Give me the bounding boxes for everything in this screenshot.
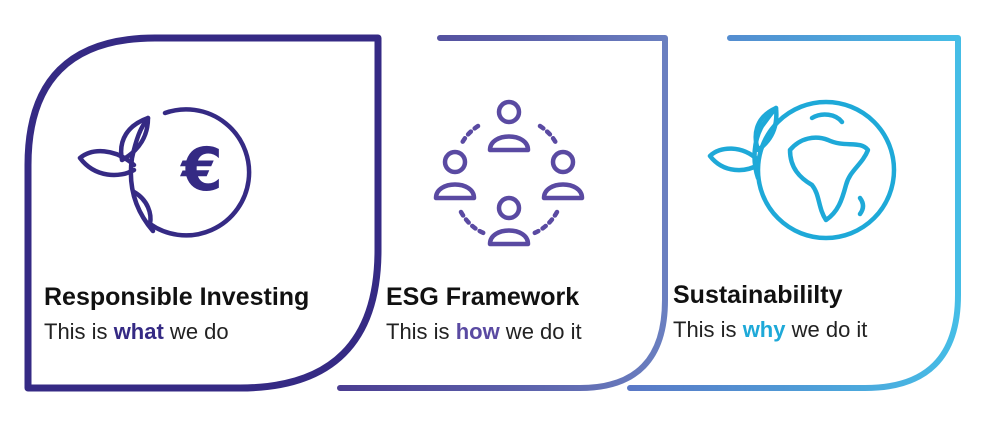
card-frame-sustainability <box>627 35 961 391</box>
subtitle-suffix: we do it <box>785 317 868 342</box>
card-subtitle: This is what we do <box>44 318 309 346</box>
card-esg-framework: ESG Framework This is how we do it <box>386 282 582 346</box>
euro-symbol: € <box>179 135 223 205</box>
subtitle-keyword: what <box>113 319 164 344</box>
card-frame-responsible-investing <box>24 34 382 392</box>
globe-plant-icon <box>707 99 897 241</box>
subtitle-suffix: we do <box>163 319 229 344</box>
card-subtitle: This is how we do it <box>386 318 582 346</box>
card-sustainability: Sustainabililty This is why we do it <box>673 280 867 344</box>
card-title: Responsible Investing <box>44 283 310 311</box>
card-subtitle: This is why we do it <box>673 316 867 344</box>
subtitle-keyword: why <box>742 317 786 342</box>
card-frame-esg-framework <box>337 35 668 391</box>
card-title: ESG Framework <box>386 283 580 311</box>
subtitle-prefix: This is <box>386 319 456 344</box>
subtitle-keyword: how <box>455 319 500 344</box>
people-network-icon <box>433 99 585 247</box>
card-title: Sustainabililty <box>673 281 843 309</box>
euro-plant-icon: € <box>77 107 252 238</box>
card-responsible-investing: Responsible Investing This is what we do <box>44 282 309 346</box>
subtitle-prefix: This is <box>44 319 114 344</box>
subtitle-suffix: we do it <box>499 319 582 344</box>
subtitle-prefix: This is <box>673 317 743 342</box>
